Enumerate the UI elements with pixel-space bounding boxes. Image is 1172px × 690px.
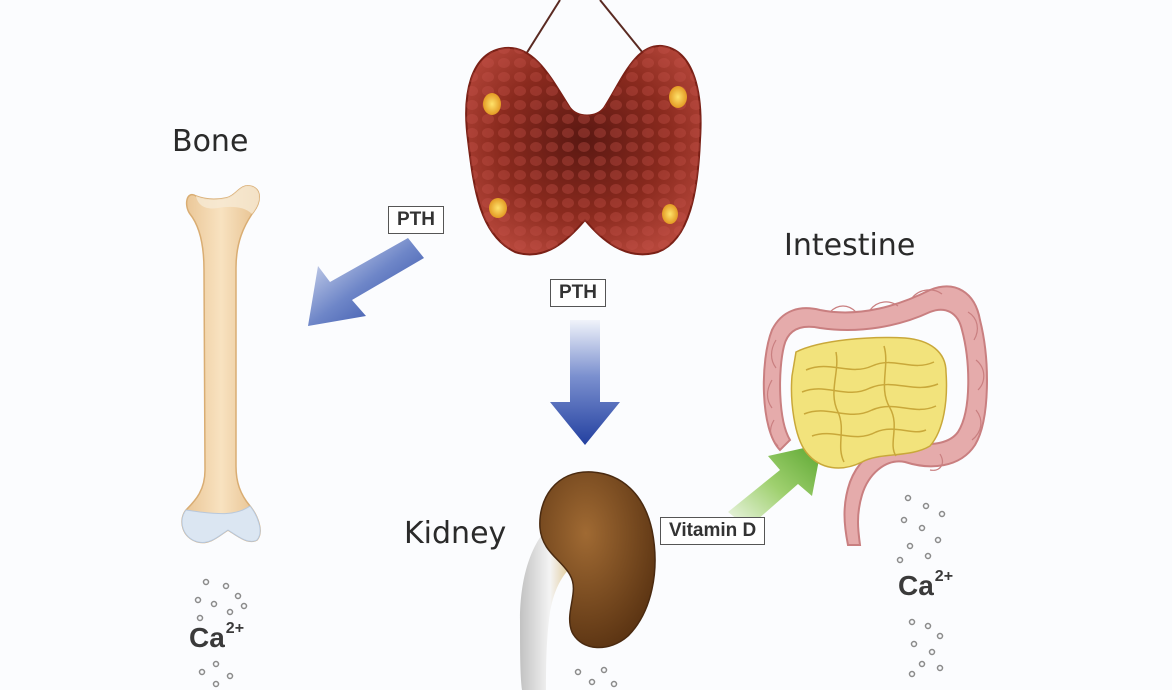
kidney-label: Kidney (404, 516, 507, 551)
ion-charge: 2+ (934, 568, 954, 585)
parathyroid-spot (662, 204, 678, 224)
pth-arrow-to-bone (308, 238, 424, 326)
calcium-particles-bone (194, 578, 248, 688)
ion-charge: 2+ (225, 620, 245, 637)
bone-illustration (181, 185, 261, 544)
calcium-ion-intestine: Ca2+ (898, 568, 953, 602)
pth-arrow-to-kidney (550, 320, 620, 445)
bone-label: Bone (172, 124, 249, 159)
parathyroid-gland (465, 44, 702, 256)
parathyroid-spot (483, 93, 501, 115)
calcium-ion-bone: Ca2+ (189, 620, 244, 654)
intestine-illustration (762, 285, 988, 546)
vitamin-d-tag: Vitamin D (660, 517, 766, 545)
pth-tag-kidney: PTH (550, 279, 606, 307)
ion-symbol: Ca (898, 570, 934, 601)
ion-symbol: Ca (189, 622, 225, 653)
intestine-label: Intestine (784, 228, 916, 263)
calcium-particles-kidney (574, 666, 618, 688)
kidney-illustration (520, 471, 656, 690)
parathyroid-spot (669, 86, 687, 108)
pth-tag-bone: PTH (388, 206, 444, 234)
calcium-particles-intestine (896, 494, 946, 678)
parathyroid-spot (489, 198, 507, 218)
vitamin-d-arrow (728, 444, 822, 528)
